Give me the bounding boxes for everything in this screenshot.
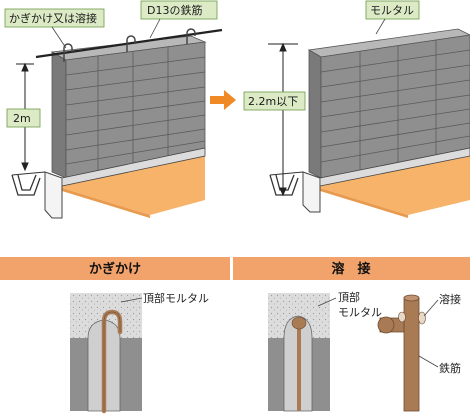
hooks-left xyxy=(63,28,196,62)
section-band-weld xyxy=(233,257,470,280)
label-mortar-text: モルタル xyxy=(370,4,414,17)
wall-right-block-joints xyxy=(320,40,470,171)
rebar-top-left xyxy=(35,28,223,59)
footing-right-lip xyxy=(319,147,470,187)
label-mortar: モルタル xyxy=(365,0,420,35)
footing-right xyxy=(302,171,321,213)
weld-top-mortar-label-2: モルタル xyxy=(338,306,382,319)
hook-detail: 頂部モルタル xyxy=(70,291,209,414)
label-rebar-d13: D13の鉄筋 xyxy=(140,0,218,39)
hook-rebar-outline xyxy=(103,311,121,411)
wall-left-block-joints xyxy=(65,47,206,172)
ground-left xyxy=(62,152,205,215)
label-height-2m: 2m xyxy=(6,108,41,128)
weld-weld-label: 溶接 xyxy=(439,292,461,306)
section-band-hook xyxy=(0,257,230,280)
label-height-22m: 2.2m以下 xyxy=(243,91,306,111)
weld-rebar-label: 鉄筋 xyxy=(439,361,461,375)
label-height-22m-text: 2.2m以下 xyxy=(248,95,298,108)
gutter-left-base xyxy=(11,171,46,176)
gutter-right-base xyxy=(269,171,304,176)
weld-bead-right xyxy=(418,311,426,325)
weld-bead-left xyxy=(398,311,406,323)
transition-arrow xyxy=(210,90,236,110)
dimension-right xyxy=(268,42,298,197)
weld-leader-mortar xyxy=(317,297,337,307)
section-title-weld: 溶 接 xyxy=(331,261,370,277)
weld-detail: 頂部 モルタル 溶接 鉄筋 xyxy=(268,290,461,412)
ground-left-edge xyxy=(62,188,150,218)
wall-right-side xyxy=(308,49,322,179)
footing-left-lip xyxy=(61,147,206,187)
weld-leader-rebar xyxy=(418,355,439,368)
ground-right-edge xyxy=(320,188,408,218)
gutter-left xyxy=(11,174,41,196)
label-hook-or-weld: かぎかけ又は溶接 xyxy=(4,8,105,49)
section-title-hook: かぎかけ xyxy=(89,261,141,277)
wall-left-scene xyxy=(11,28,223,219)
ground-right xyxy=(320,150,470,215)
footing-left xyxy=(44,171,63,219)
weld-main-rebar-top xyxy=(403,294,420,302)
label-height-2m-text: 2m xyxy=(13,112,31,125)
weld-main-rebar xyxy=(403,297,420,412)
hook-top-mortar-label: 頂部モルタル xyxy=(143,291,209,305)
hook-leader xyxy=(120,297,143,303)
weld-small-knot xyxy=(291,316,307,330)
weld-leader-weld xyxy=(423,299,439,317)
label-rebar-d13-text: D13の鉄筋 xyxy=(147,3,202,17)
weld-top-mortar-label-1: 頂部 xyxy=(338,290,360,304)
wall-left-side xyxy=(51,51,67,179)
wall-right-scene xyxy=(268,28,470,218)
label-hook-or-weld-text: かぎかけ又は溶接 xyxy=(9,11,97,25)
weld-horizontal-end xyxy=(377,316,395,334)
